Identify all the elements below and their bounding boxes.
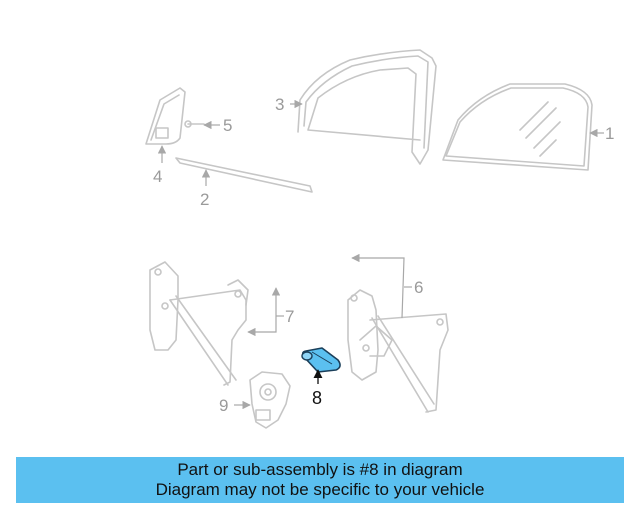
banner-line-2: Diagram may not be specific to your vehi… [155,480,485,499]
banner-line-1: Part or sub-assembly is #8 in diagram [177,460,463,479]
part-8-highlighted[interactable] [301,347,341,373]
callout-8[interactable]: 8 [312,388,322,408]
info-banner: Part or sub-assembly is #8 in diagram Di… [16,457,624,503]
callout-4: 4 [153,167,162,186]
callout-5: 5 [223,116,232,135]
part-9-window-motor [249,371,291,429]
callout-1: 1 [605,124,614,143]
callout-9: 9 [219,396,228,415]
part-2-belt-strip [175,157,313,193]
callout-7: 7 [285,307,294,326]
part-5-screw [184,120,205,128]
leader-lines [157,99,604,410]
part-1-door-glass [442,83,593,171]
part-3-run-channel [297,49,437,165]
callout-2: 2 [200,190,209,209]
callout-6: 6 [414,278,423,297]
part-6-regulator-right [347,289,449,413]
part-7-regulator-left [149,261,249,386]
part-4-corner-bracket [145,87,186,145]
callout-3: 3 [275,95,284,114]
